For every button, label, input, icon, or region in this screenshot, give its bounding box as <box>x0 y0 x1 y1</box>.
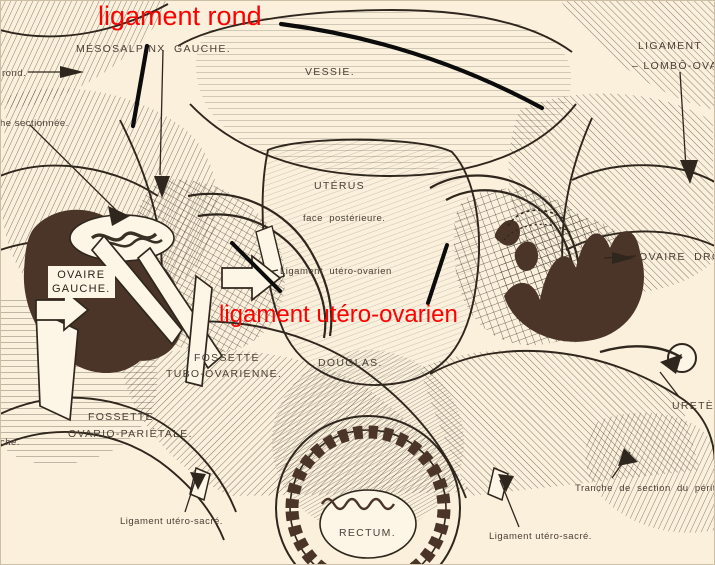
leader-mesosalpinx-thin <box>159 49 164 176</box>
leader-lombo-ovarien <box>679 71 687 169</box>
boxed-label-line1: OVAIRE <box>57 269 106 281</box>
red-annotation-ligament-rond: ligament rond <box>98 1 262 31</box>
leader-utero-sacre-right <box>499 479 520 528</box>
rectum <box>272 350 464 565</box>
ovary-right-mass <box>494 209 644 343</box>
leader-lines-group <box>28 49 687 528</box>
leader-tranche-sectionnee <box>29 124 119 213</box>
boxed-label-line2: GAUCHE. <box>52 283 111 295</box>
boxed-label-ovaire-gauche: OVAIRE GAUCHE. <box>48 266 115 298</box>
leader-uretere <box>659 371 681 399</box>
ligament-ribbons <box>35 225 285 422</box>
solid-arrow-pointers <box>60 66 698 492</box>
red-annotation-ligament-utero-ovarien: ligament utéro-ovarien <box>219 301 458 328</box>
ovary-left-hilum <box>69 214 175 262</box>
leader-utero-sacre-left <box>184 477 197 513</box>
